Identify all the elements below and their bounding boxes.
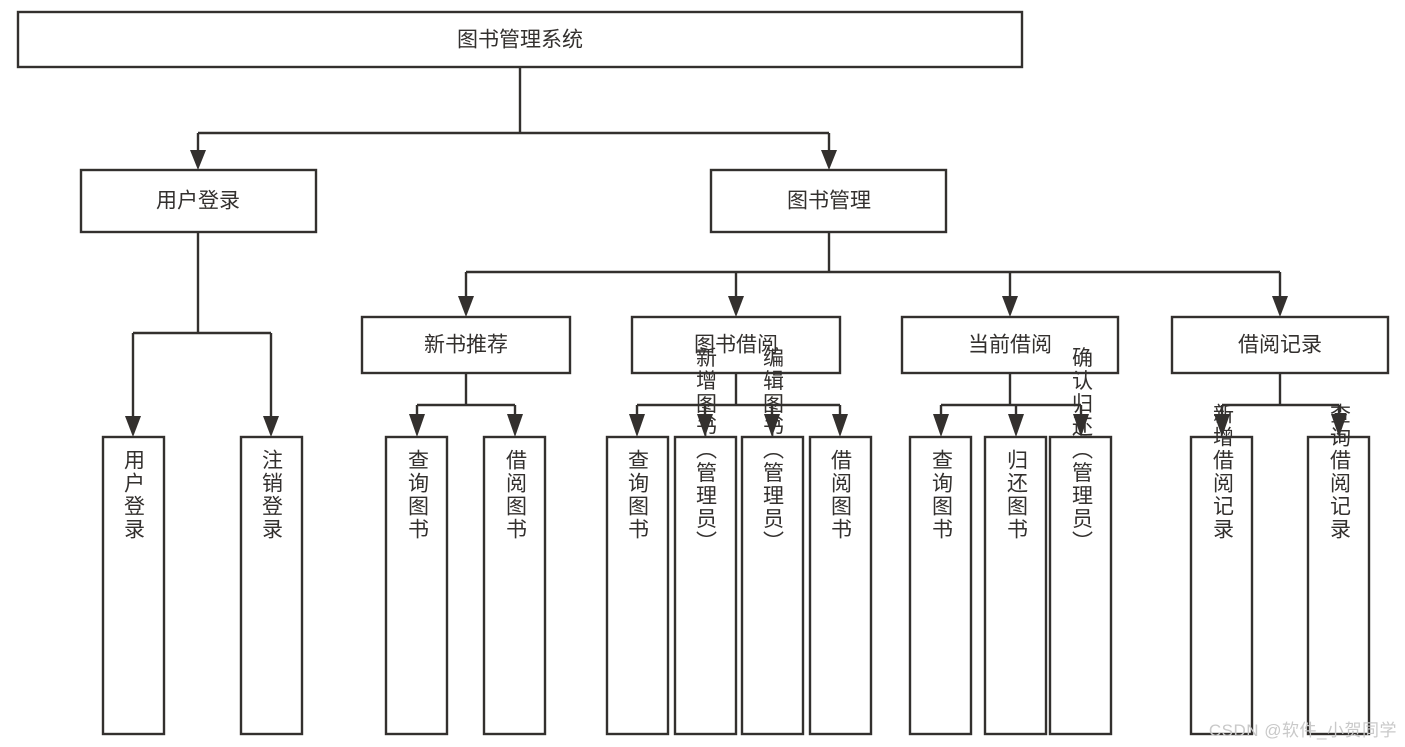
node-leaf-add-record[interactable]: 新增借阅记录 [1189,403,1254,736]
node-leaf-query-book-rec-box[interactable] [384,435,449,736]
node-root-label: 图书管理系统 [457,29,583,52]
node-leaf-return-book-box[interactable] [983,435,1048,736]
arrow-to-leaf-logout [263,416,279,437]
node-leaf-query-book-bb-label: 查询图书 [626,449,650,541]
csdn-watermark: CSDN @软件_小贺同学 [1208,721,1397,740]
node-leaf-borrow-book-rec-label: 借阅图书 [504,449,528,541]
node-leaf-edit-book-label: 编辑图书（管理员） [761,347,785,554]
node-current-borrow-box[interactable] [900,315,1120,375]
arrow-to-leaf-query-book-bb [629,414,645,437]
node-leaf-confirm-return-box[interactable] [1048,435,1113,736]
arrow-to-current-borrow [1002,296,1018,317]
arrow-to-leaf-confirm-return [1073,414,1089,437]
node-leaf-edit-book[interactable]: 编辑图书（管理员） [740,347,805,736]
node-new-book-rec-label: 新书推荐 [424,334,508,357]
arrow-to-leaf-borrow-book-rec [507,414,523,437]
node-root[interactable]: 图书管理系统 [16,10,1024,69]
arrow-to-leaf-query-book-rec [409,414,425,437]
node-current-borrow-label: 当前借阅 [968,334,1052,357]
arrow-to-user-login [190,150,206,170]
node-leaf-query-book-cb-label: 查询图书 [930,449,954,541]
node-leaf-query-record[interactable]: 查询借阅记录 [1306,403,1371,736]
node-leaf-borrow-book-rec-box[interactable] [482,435,547,736]
node-current-borrow[interactable]: 当前借阅 [900,315,1120,375]
node-book-manage[interactable]: 图书管理 [709,168,948,234]
arrow-to-borrow-record [1272,296,1288,317]
node-leaf-query-book-bb-box[interactable] [605,435,670,736]
node-leaf-add-record-label: 新增借阅记录 [1211,403,1235,541]
node-leaf-query-record-box[interactable] [1306,435,1371,736]
node-leaf-borrow-book-bb[interactable]: 借阅图书 [808,435,873,736]
arrow-to-leaf-return-book [1008,414,1024,437]
node-book-borrow-label: 图书借阅 [694,334,778,357]
node-leaf-query-record-label: 查询借阅记录 [1328,403,1352,541]
node-leaf-confirm-return-label: 确认归还（管理员） [1070,347,1094,554]
node-book-manage-box[interactable] [709,168,948,234]
arrow-to-book-manage [821,150,837,170]
arrow-to-leaf-edit-book [764,414,780,437]
node-leaf-add-book-label: 新增图书（管理员） [694,347,718,554]
node-leaf-logout-box[interactable] [239,435,304,736]
arrow-to-new-book-rec [458,296,474,317]
arrow-to-leaf-add-record [1214,414,1230,437]
node-leaf-borrow-book-bb-label: 借阅图书 [829,449,853,541]
node-book-manage-label: 图书管理 [787,190,871,213]
node-leaf-logout-label: 注销登录 [260,449,284,541]
node-user-login[interactable]: 用户登录 [79,168,318,234]
node-leaf-add-record-box[interactable] [1189,435,1254,736]
node-leaf-return-book[interactable]: 归还图书 [983,435,1048,736]
node-book-borrow[interactable]: 图书借阅 [630,315,842,375]
node-leaf-user-login[interactable]: 用户登录 [101,435,166,736]
node-book-borrow-box[interactable] [630,315,842,375]
node-leaf-user-login-label: 用户登录 [122,449,146,541]
node-leaf-edit-book-box[interactable] [740,435,805,736]
node-new-book-rec[interactable]: 新书推荐 [360,315,572,375]
node-leaf-query-book-bb[interactable]: 查询图书 [605,435,670,736]
node-leaf-borrow-book-rec[interactable]: 借阅图书 [482,435,547,736]
arrow-to-leaf-user-login [125,416,141,437]
node-borrow-record[interactable]: 借阅记录 [1170,315,1390,375]
arrow-to-leaf-query-record [1331,414,1347,437]
node-borrow-record-box[interactable] [1170,315,1390,375]
node-leaf-query-book-rec-label: 查询图书 [406,449,430,541]
node-leaf-user-login-box[interactable] [101,435,166,736]
node-leaf-query-book-cb[interactable]: 查询图书 [908,435,973,736]
node-root-box[interactable] [16,10,1024,69]
node-leaf-query-book-rec[interactable]: 查询图书 [384,435,449,736]
arrow-to-leaf-query-book-cb [933,414,949,437]
node-user-login-box[interactable] [79,168,318,234]
node-user-login-label: 用户登录 [156,190,240,213]
node-new-book-rec-box[interactable] [360,315,572,375]
node-leaf-borrow-book-bb-box[interactable] [808,435,873,736]
node-leaf-confirm-return[interactable]: 确认归还（管理员） [1048,347,1113,736]
node-leaf-add-book-box[interactable] [673,435,738,736]
node-borrow-record-label: 借阅记录 [1238,334,1322,357]
connector-layer [125,67,1347,437]
node-leaf-query-book-cb-box[interactable] [908,435,973,736]
node-leaf-add-book[interactable]: 新增图书（管理员） [673,347,738,736]
arrow-to-book-borrow [728,296,744,317]
node-leaf-return-book-label: 归还图书 [1005,449,1029,541]
arrow-to-leaf-borrow-book-bb [832,414,848,437]
arrow-to-leaf-add-book [697,414,713,437]
node-leaf-logout[interactable]: 注销登录 [239,435,304,736]
